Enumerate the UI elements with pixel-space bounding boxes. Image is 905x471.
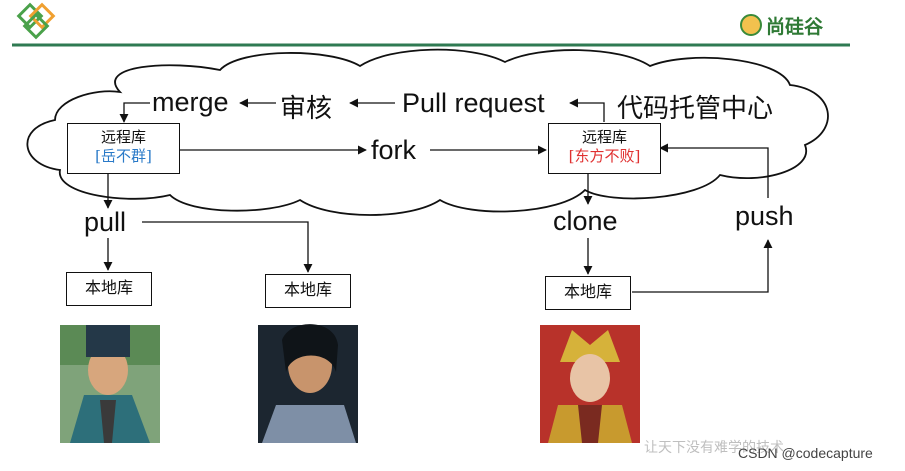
brand-text: 尚硅谷 bbox=[766, 16, 824, 38]
flow-arrows bbox=[103, 98, 773, 293]
arrow-push-to-repo bbox=[659, 143, 769, 198]
local-repo-2: 本地库 bbox=[265, 274, 351, 308]
arrow-pull-to-local2 bbox=[142, 221, 313, 273]
local-repo-1: 本地库 bbox=[66, 272, 152, 306]
cloud-title: 代码托管中心 bbox=[617, 94, 774, 124]
remote-repo-title: 远程库 bbox=[581, 128, 627, 146]
local-repo-3: 本地库 bbox=[545, 276, 631, 310]
push-label: push bbox=[735, 201, 794, 231]
arrow-merge-to-repo bbox=[119, 102, 150, 123]
merge-label: merge bbox=[152, 87, 229, 117]
arrow-pull-request bbox=[569, 98, 605, 122]
remote-repo-owner: [岳不群] bbox=[95, 147, 152, 165]
credit-text: CSDN @codecapture bbox=[738, 445, 873, 461]
fork-label: fork bbox=[371, 135, 417, 165]
portrait-2 bbox=[258, 324, 358, 443]
clone-label: clone bbox=[553, 206, 618, 236]
watermark-text: 让天下没有难学的技术 bbox=[644, 440, 784, 456]
pull-request-label: Pull request bbox=[402, 88, 545, 118]
portrait-1 bbox=[60, 325, 160, 443]
remote-repo-left: 远程库 [岳不群] bbox=[67, 123, 180, 174]
pull-label: pull bbox=[84, 207, 127, 237]
portrait-3 bbox=[540, 325, 640, 443]
remote-repo-owner: [东方不败] bbox=[568, 147, 641, 165]
brand-logo-icon bbox=[740, 14, 762, 36]
remote-repo-right: 远程库 [东方不败] bbox=[548, 123, 661, 174]
arrow-local3-to-push bbox=[632, 239, 773, 293]
logo-icon bbox=[16, 2, 56, 40]
review-label: 审核 bbox=[280, 94, 333, 124]
remote-repo-title: 远程库 bbox=[100, 128, 146, 146]
